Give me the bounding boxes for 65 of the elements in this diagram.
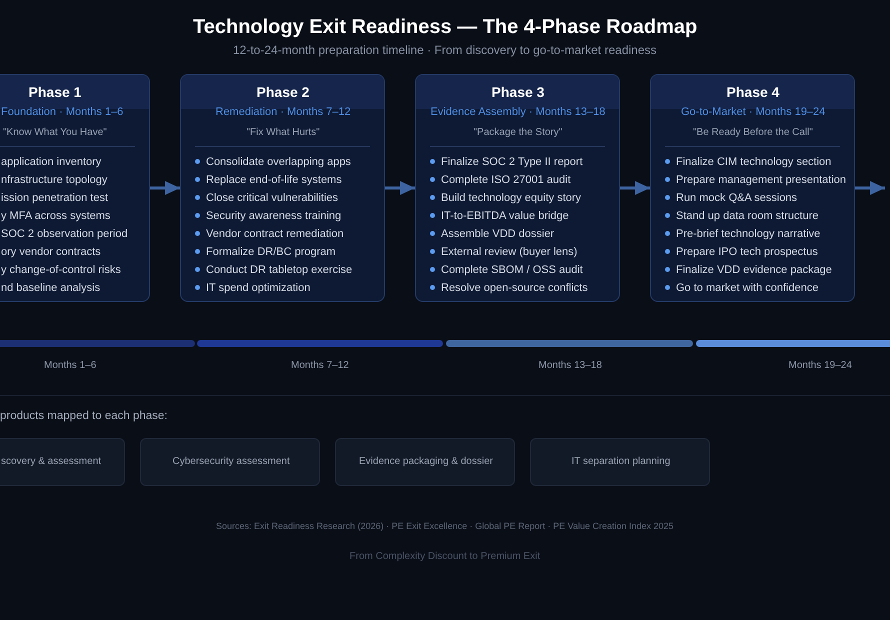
phase-quote: "Package the Story" [474, 126, 562, 138]
page-title: Technology Exit Readiness — The 4-Phase Roadmap [193, 15, 698, 39]
task-text: Formalize DR/BC program [206, 245, 336, 259]
month-label: Months 1–6 [44, 360, 96, 372]
task-text: IT-to-EBITDA value bridge [441, 209, 569, 223]
task-text: Go to market with confidence [676, 281, 818, 295]
task-text: IT spend optimization [206, 281, 310, 295]
timeline-bar [197, 340, 443, 347]
phase-quote: "Be Ready Before the Call" [693, 126, 813, 138]
task-text: Complete ISO 27001 audit [441, 173, 571, 187]
task-text: Consolidate overlapping apps [206, 155, 351, 169]
phase-quote: "Know What You Have" [3, 126, 107, 138]
task-text: Assemble VDD dossier [441, 227, 554, 241]
task-text: nfrastructure topology [1, 173, 108, 187]
task-text: Security awareness training [206, 209, 342, 223]
product-card [335, 438, 515, 486]
footer-tagline: From Complexity Discount to Premium Exit [350, 551, 540, 563]
phase-card [180, 74, 385, 302]
task-text: ory vendor contracts [1, 245, 101, 259]
task-text: External review (buyer lens) [441, 245, 578, 259]
task-text: SOC 2 observation period [1, 227, 128, 241]
arrow [620, 181, 650, 195]
task-text: Close critical vulnerabilities [206, 191, 338, 205]
arrow [150, 181, 180, 195]
month-label: Months 19–24 [788, 360, 852, 372]
product-description: Cybersecurity assessment [172, 456, 290, 468]
timeline-bar [0, 340, 195, 347]
phase-quote: "Fix What Hurts" [246, 126, 320, 138]
task-text: Stand up data room structure [676, 209, 818, 223]
task-text: Finalize CIM technology section [676, 155, 832, 169]
month-label: Months 7–12 [291, 360, 349, 372]
task-text: Finalize SOC 2 Type II report [441, 155, 583, 169]
task-text: y MFA across systems [1, 209, 110, 223]
product-card [140, 438, 320, 486]
task-text: Conduct DR tabletop exercise [206, 263, 352, 277]
task-text: Prepare management presentation [676, 173, 846, 187]
phase-card [415, 74, 620, 302]
task-text: Pre-brief technology narrative [676, 227, 820, 241]
subtitle: 12-to-24-month preparation timeline · From discovery to go-to-market readiness [233, 42, 657, 58]
product-description: IT separation planning [572, 456, 670, 468]
task-text: Run mock Q&A sessions [676, 191, 798, 205]
section-label: products mapped to each phase: [0, 409, 168, 423]
product-card [0, 438, 125, 486]
product-card [530, 438, 710, 486]
phase-card [0, 74, 150, 302]
task-text: nd baseline analysis [1, 281, 100, 295]
task-text: Replace end-of-life systems [206, 173, 342, 187]
product-description: scovery & assessment [1, 456, 102, 468]
timeline-bar [696, 340, 890, 347]
task-text: Finalize VDD evidence package [676, 263, 832, 277]
product-description: Evidence packaging & dossier [359, 456, 493, 468]
sources-note: Sources: Exit Readiness Research (2026) · PE Exit Excellence · Global PE Report · PE Value Creation Index 2025 [216, 520, 674, 532]
task-text: Complete SBOM / OSS audit [441, 263, 583, 277]
task-text: application inventory [1, 155, 102, 169]
task-text: y change-of-control risks [1, 263, 121, 277]
task-text: Build technology equity story [441, 191, 582, 205]
task-text: Resolve open-source conflicts [441, 281, 588, 295]
timeline-bar [446, 340, 693, 347]
arrow [855, 181, 885, 195]
task-text: Prepare IPO tech prospectus [676, 245, 818, 259]
task-text: Vendor contract remediation [206, 227, 344, 241]
task-text: ission penetration test [1, 191, 108, 205]
month-label: Months 13–18 [538, 360, 602, 372]
arrow [385, 181, 415, 195]
phase-card [650, 74, 855, 302]
